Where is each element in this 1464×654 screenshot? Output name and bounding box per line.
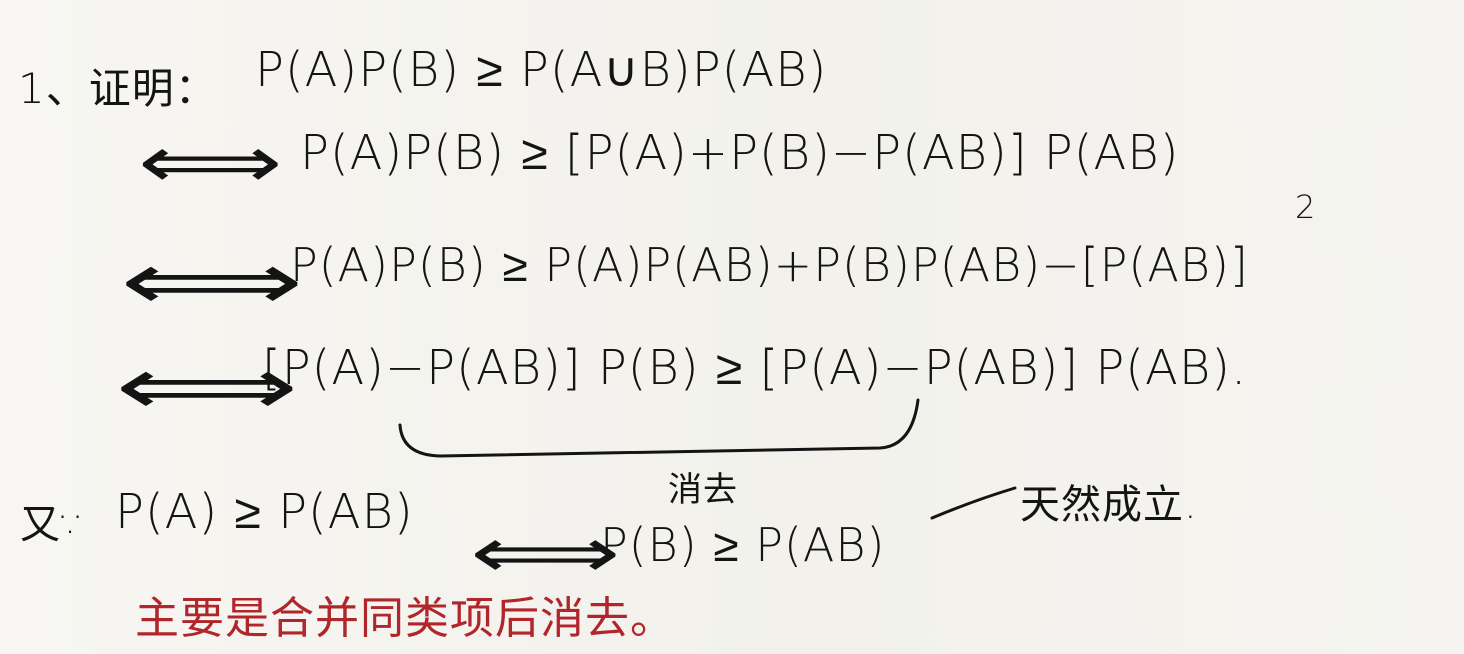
- iff-arrow-4: ⟺: [470, 512, 621, 594]
- line-6-expression: P(B) ≥ P(AB): [600, 518, 886, 572]
- line-4-expression: [P(A)−P(AB)] P(B) ≥ [P(A)−P(AB)] P(AB).: [262, 340, 1248, 396]
- red-annotation: 主要是合并同类项后消去。: [135, 593, 675, 644]
- line-3-expression: P(A)P(B) ≥ P(A)P(AB)+P(B)P(AB)−[P(AB)]: [290, 238, 1249, 292]
- line-5-expression: P(A) ≥ P(AB): [115, 484, 414, 540]
- cancel-note: 消去: [668, 470, 738, 510]
- line-3-exponent: 2: [1295, 188, 1317, 226]
- line-2-expression: P(A)P(B) ≥ [P(A)+P(B)−P(AB)] P(AB): [300, 125, 1180, 181]
- line-1-expression: P(A)P(B) ≥ P(A∪B)P(AB): [255, 42, 828, 98]
- iff-arrow-2: ⟺: [120, 235, 304, 328]
- proof-label: 1、证明：: [18, 64, 218, 113]
- iff-arrow-3: ⟺: [115, 340, 299, 433]
- conclusion-text: 天然成立.: [1020, 482, 1198, 528]
- since-label: 又∵: [20, 502, 88, 548]
- iff-arrow-1: ⟺: [138, 120, 283, 204]
